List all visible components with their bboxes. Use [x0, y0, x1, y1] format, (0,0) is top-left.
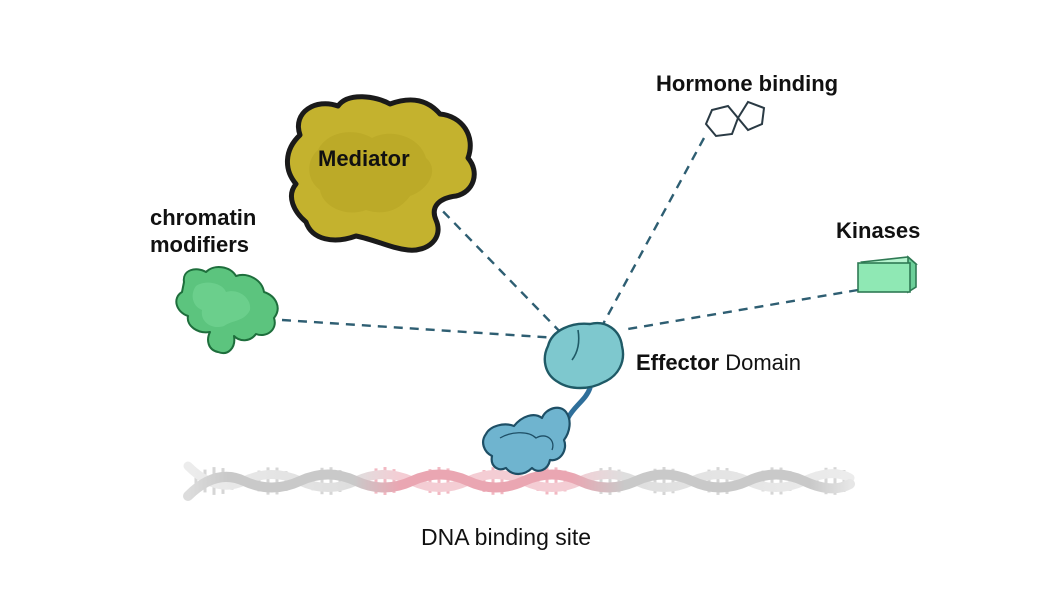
effector-label-bold: Effector: [636, 350, 720, 375]
dna-front-strand: [183, 469, 855, 501]
mediator-label: Mediator: [318, 146, 410, 171]
hormone-molecule-icon: [704, 100, 766, 138]
effector-label-rest: Domain: [719, 350, 802, 375]
hormone-binding-label: Hormone binding: [656, 71, 839, 96]
dna-binding-domain: [482, 406, 571, 476]
kinases-label: Kinases: [836, 218, 921, 243]
connector-lines: [281, 137, 859, 341]
effector-domain: [543, 321, 625, 390]
connector-hormone: [600, 137, 706, 327]
chromatin-label-line2: modifiers: [150, 232, 250, 257]
linker: [565, 385, 593, 421]
dna-helix: [183, 461, 855, 501]
connector-mediator: [431, 199, 569, 341]
connector-kinases: [621, 288, 859, 332]
chromatin-label-line1: chromatin: [150, 205, 257, 230]
chromatin-modifiers-label: chromatin modifiers: [150, 204, 256, 258]
chromatin-modifier: [175, 266, 279, 354]
mediator-complex: [285, 94, 477, 253]
effector-domain-label: Effector Domain: [636, 349, 801, 376]
dna-binding-site-label: DNA binding site: [421, 524, 592, 550]
connector-chromatin: [281, 318, 559, 340]
kinase-block-icon: [857, 255, 918, 294]
